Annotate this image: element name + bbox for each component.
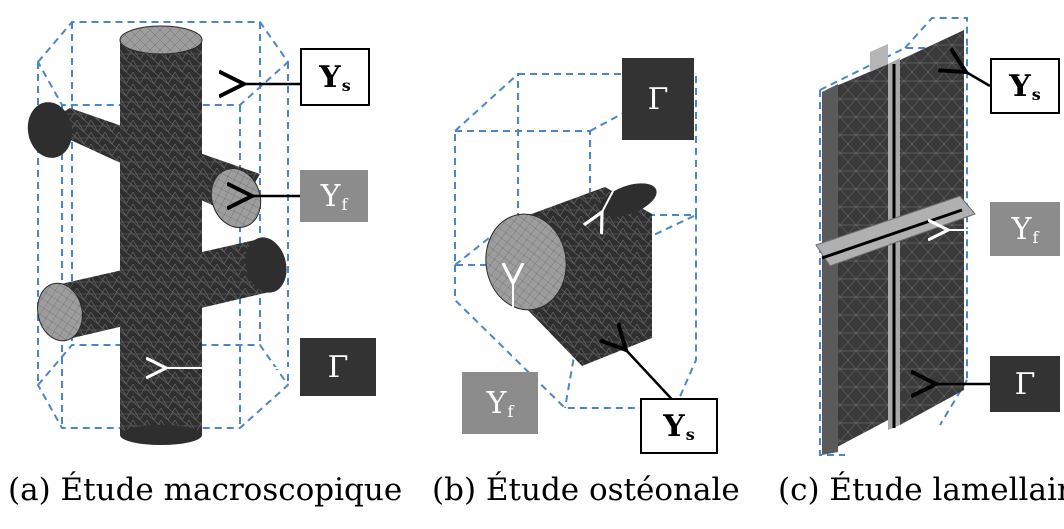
label-yf-b-main: Y	[486, 385, 507, 421]
cylinder-b	[485, 183, 657, 366]
label-yf-a-main: Y	[320, 178, 341, 214]
label-yf-c-main: Y	[1011, 211, 1032, 247]
lower-horizontal-cylinder-a	[37, 237, 287, 342]
caption-a: (a) Étude macroscopique	[8, 472, 403, 508]
plate-left-c	[822, 64, 888, 455]
arrow-gamma-b	[602, 139, 641, 212]
panel-c	[815, 17, 991, 456]
upper-horizontal-cylinder-a	[27, 102, 262, 228]
label-gamma-c: Γ	[990, 356, 1060, 412]
label-gamma-b: Γ	[622, 58, 694, 140]
label-gamma-a: Γ	[300, 338, 376, 396]
label-gamma-a-text: Γ	[327, 349, 349, 385]
top-fluid-strip-c	[870, 44, 888, 72]
label-ys-a-main: Y	[319, 59, 341, 95]
panel-a	[27, 21, 300, 445]
vertical-cylinder-a	[119, 25, 203, 445]
label-gamma-c-text: Γ	[1014, 366, 1036, 402]
caption-b: (b) Étude ostéonale	[432, 472, 740, 508]
arrow-ys-c	[966, 72, 991, 88]
caption-c: (c) Étude lamellaire	[778, 472, 1064, 508]
horizontal-fluid-layer-c	[815, 195, 976, 267]
label-yf-b-sub: f	[507, 401, 514, 421]
label-ys-c-sub: s	[1031, 84, 1041, 104]
label-ys-b-main: Y	[663, 408, 685, 444]
label-ys-a-sub: s	[341, 75, 351, 95]
label-gamma-b-text: Γ	[647, 81, 669, 117]
label-yf-c-sub: f	[1032, 227, 1039, 247]
panel-b	[454, 73, 697, 409]
label-ys-b-sub: s	[685, 424, 695, 444]
label-yf-a-sub: f	[341, 194, 348, 214]
label-ys-c-main: Y	[1009, 68, 1031, 104]
